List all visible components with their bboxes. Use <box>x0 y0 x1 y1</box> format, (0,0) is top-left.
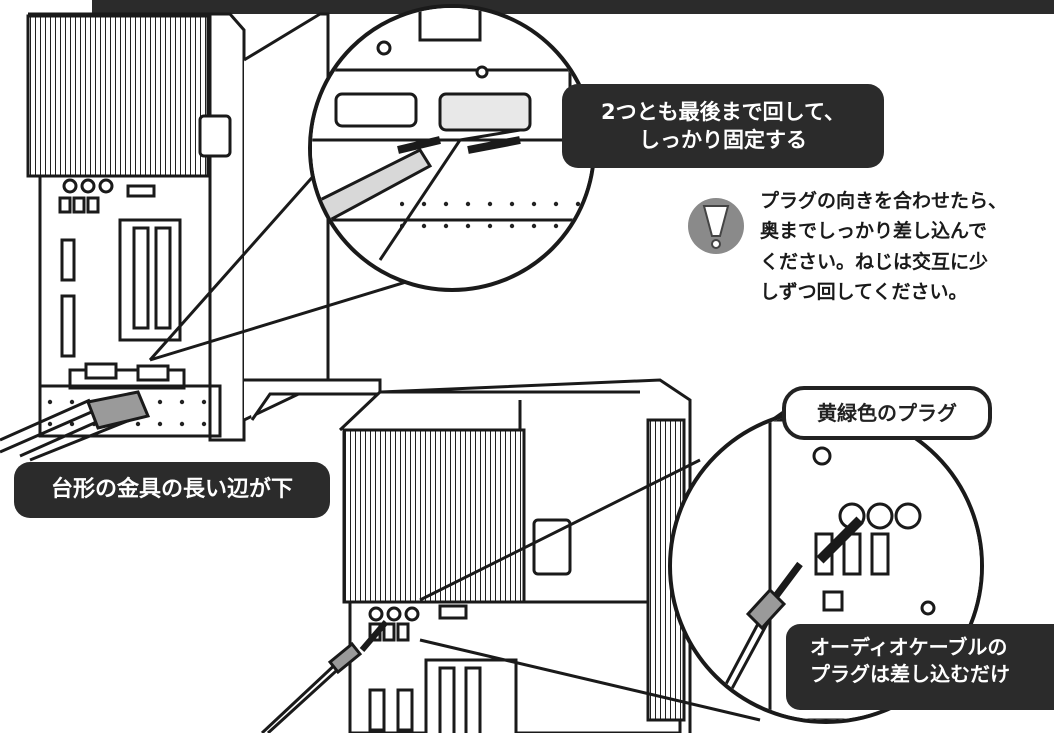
audio-cable-bottom <box>260 620 389 733</box>
caution-exclamation-icon <box>688 198 744 254</box>
note-line: しずつ回してください。 <box>760 281 968 304</box>
note-line: プラグの向きを合わせたら、 <box>760 190 1008 212</box>
header-bar <box>92 0 1054 14</box>
callout-fix-screws-line1: 2つとも最後まで回して、 <box>601 100 845 124</box>
zoom-circle-top <box>148 4 596 362</box>
note-line: ください。ねじは交互に少 <box>760 250 989 273</box>
callout-audio-cable: オーディオケーブルの プラグは差し込むだけ <box>786 624 1054 710</box>
callout-trapezoid: 台形の金具の長い辺が下 <box>14 462 330 518</box>
cables-top <box>0 390 151 462</box>
callout-audio-cable-line1: オーディオケーブルの <box>810 635 1008 659</box>
callout-audio-cable-line2: プラグは差し込むだけ <box>810 662 1010 686</box>
callout-plug-color: 黄緑色のプラグ <box>782 386 992 440</box>
callout-fix-screws: 2つとも最後まで回して、 しっかり固定する <box>562 84 884 168</box>
instruction-note: プラグの向きを合わせたら、 奥までしっかり差し込んで ください。ねじは交互に少 … <box>760 186 1054 308</box>
callout-fix-screws-line2: しっかり固定する <box>639 128 807 153</box>
note-line: 奥までしっかり差し込んで <box>760 220 988 243</box>
pc-tower-bottom <box>338 378 692 733</box>
